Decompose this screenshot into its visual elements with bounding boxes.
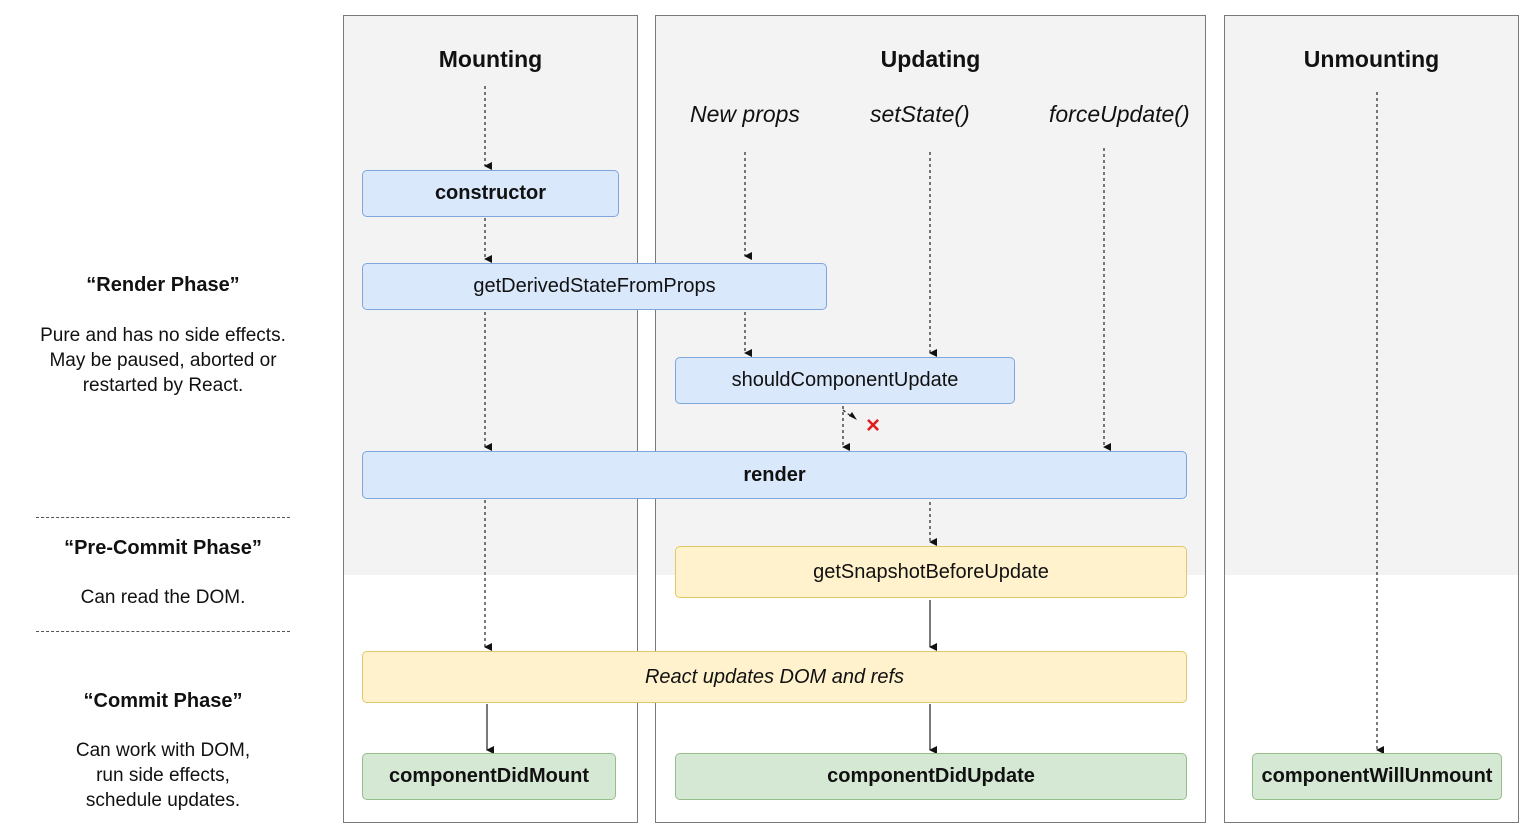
commit-phase-line: schedule updates. (85, 790, 241, 811)
skip-mark-icon: × (866, 412, 880, 439)
updating-title: Updating (880, 46, 981, 72)
arrow-scu-skip (842, 409, 853, 418)
render-phase-description: Pure and has no side effects. May be pau… (20, 323, 306, 398)
node-constructor: constructor (362, 170, 619, 217)
mounting-title: Mounting (438, 46, 543, 72)
precommit-phase-line: Can read the DOM. (80, 587, 246, 608)
precommit-phase-title: “Pre-Commit Phase” (64, 537, 262, 559)
unmounting-title: Unmounting (1303, 46, 1440, 72)
node-component-did-mount: componentDidMount (362, 753, 616, 800)
render-phase-title: “Render Phase” (86, 274, 240, 296)
node-component-will-unmount: componentWillUnmount (1252, 753, 1502, 800)
divider-render-precommit (36, 517, 290, 518)
node-render: render (362, 451, 1187, 499)
commit-phase-description: Can work with DOM, run side effects, sch… (20, 738, 306, 813)
node-get-snapshot-before-update: getSnapshotBeforeUpdate (675, 546, 1187, 598)
commit-phase-title: “Commit Phase” (83, 690, 243, 712)
node-react-updates-dom: React updates DOM and refs (362, 651, 1187, 703)
node-get-derived-state-from-props: getDerivedStateFromProps (362, 263, 827, 310)
unmounting-render-zone (1225, 16, 1518, 575)
node-component-did-update: componentDidUpdate (675, 753, 1187, 800)
trigger-new-props: New props (690, 101, 800, 127)
commit-phase-line: run side effects, (96, 765, 230, 786)
unmounting-column: Unmounting (1224, 15, 1519, 823)
trigger-force-update: forceUpdate() (1049, 101, 1190, 127)
render-phase-line: restarted by React. (82, 375, 244, 396)
node-should-component-update: shouldComponentUpdate (675, 357, 1015, 404)
render-phase-line: May be paused, aborted or (49, 350, 277, 371)
precommit-phase-description: Can read the DOM. (20, 585, 306, 610)
trigger-set-state: setState() (870, 101, 970, 127)
divider-precommit-commit (36, 631, 290, 632)
render-phase-line: Pure and has no side effects. (40, 325, 286, 346)
commit-phase-line: Can work with DOM, (75, 740, 251, 761)
